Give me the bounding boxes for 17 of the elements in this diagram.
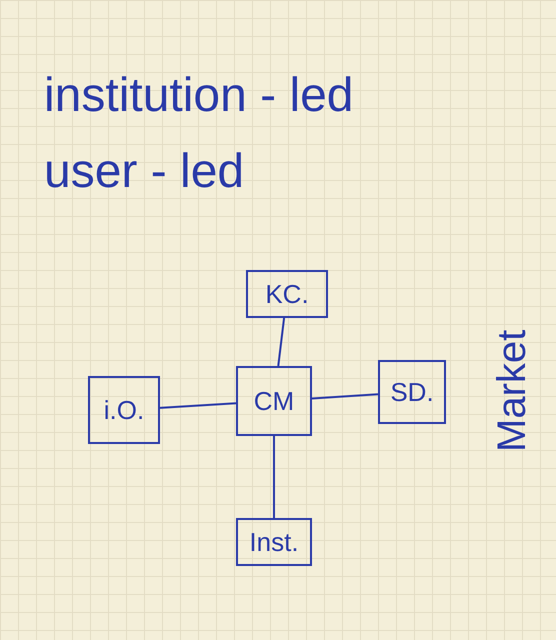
- connector-line: [160, 402, 236, 409]
- connector-line: [277, 318, 286, 366]
- connector-line: [273, 436, 275, 518]
- sketch-box: [378, 360, 446, 424]
- handwritten-note: Market: [492, 332, 532, 452]
- sketch-box: [236, 518, 312, 566]
- handwritten-note: user - led: [44, 148, 244, 196]
- connector-line: [312, 393, 378, 400]
- handwritten-note: institution - led: [44, 72, 354, 120]
- box-label: SD.: [390, 379, 434, 405]
- sketch-box: [246, 270, 328, 318]
- sketch-box: [236, 366, 312, 436]
- box-label: i.O.: [104, 397, 144, 423]
- box-label: CM: [254, 388, 294, 414]
- sketch-box: [88, 376, 160, 444]
- box-label: KC.: [265, 281, 309, 307]
- box-label: Inst.: [249, 529, 299, 555]
